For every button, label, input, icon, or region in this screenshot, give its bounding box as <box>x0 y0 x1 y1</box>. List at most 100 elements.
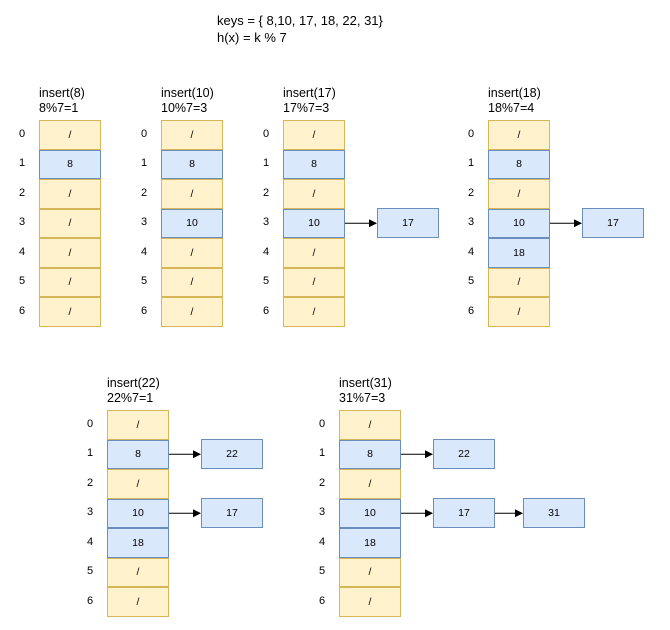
empty-bucket: / <box>283 267 345 297</box>
empty-bucket: / <box>339 557 401 587</box>
bucket-index: 2 <box>18 186 26 199</box>
bucket-index: 3 <box>18 216 26 229</box>
bucket-index: 3 <box>467 216 475 229</box>
empty-bucket: / <box>283 238 345 268</box>
bucket-entry: 10 <box>339 498 401 528</box>
bucket-entry: 10 <box>488 208 550 238</box>
chain-node: 31 <box>523 498 585 529</box>
hash-calculation: 8%7=1 <box>39 101 79 115</box>
empty-bucket: / <box>39 267 101 297</box>
bucket-entry: 10 <box>161 208 223 238</box>
empty-bucket: / <box>488 297 550 327</box>
bucket-entry: 8 <box>283 149 345 179</box>
empty-bucket: / <box>488 267 550 297</box>
empty-bucket: / <box>488 120 550 150</box>
bucket-entry: 18 <box>339 528 401 558</box>
diagram-header: keys = { 8,10, 17, 18, 22, 31} h(x) = k … <box>217 12 383 46</box>
empty-bucket: / <box>39 208 101 238</box>
chain-node: 17 <box>201 498 263 529</box>
table-title: insert(31) <box>339 376 392 390</box>
bucket-index: 5 <box>262 275 270 288</box>
bucket-index: 1 <box>18 157 26 170</box>
bucket-index: 4 <box>318 535 326 548</box>
empty-bucket: / <box>161 120 223 150</box>
empty-bucket: / <box>161 238 223 268</box>
empty-bucket: / <box>283 179 345 209</box>
empty-bucket: / <box>339 410 401 440</box>
bucket-index: 4 <box>18 245 26 258</box>
bucket-index: 2 <box>140 186 148 199</box>
bucket-index: 0 <box>318 417 326 430</box>
bucket-index: 4 <box>140 245 148 258</box>
empty-bucket: / <box>39 238 101 268</box>
hash-calculation: 31%7=3 <box>339 391 386 405</box>
empty-bucket: / <box>39 297 101 327</box>
bucket-index: 4 <box>86 535 94 548</box>
empty-bucket: / <box>107 587 169 617</box>
bucket-index: 2 <box>467 186 475 199</box>
empty-bucket: / <box>39 120 101 150</box>
bucket-entry: 18 <box>488 238 550 268</box>
chain-node: 22 <box>201 439 263 470</box>
bucket-index: 0 <box>467 127 475 140</box>
empty-bucket: / <box>39 179 101 209</box>
bucket-index: 6 <box>86 594 94 607</box>
bucket-index: 0 <box>18 127 26 140</box>
empty-bucket: / <box>161 179 223 209</box>
empty-bucket: / <box>161 297 223 327</box>
hash-calculation: 17%7=3 <box>283 101 330 115</box>
bucket-entry: 8 <box>39 149 101 179</box>
hash-function-line: h(x) = k % 7 <box>217 30 287 45</box>
bucket-index: 0 <box>140 127 148 140</box>
bucket-index: 0 <box>86 417 94 430</box>
bucket-index: 1 <box>318 447 326 460</box>
bucket-entry: 8 <box>107 439 169 469</box>
hash-calculation: 18%7=4 <box>488 101 535 115</box>
keys-line: keys = { 8,10, 17, 18, 22, 31} <box>217 13 383 28</box>
table-title: insert(8) <box>39 86 85 100</box>
bucket-index: 3 <box>140 216 148 229</box>
bucket-index: 2 <box>318 476 326 489</box>
hash-calculation: 22%7=1 <box>107 391 154 405</box>
bucket-index: 3 <box>86 506 94 519</box>
chain-node: 17 <box>433 498 495 529</box>
table-title: insert(22) <box>107 376 160 390</box>
chain-node: 17 <box>582 208 644 239</box>
empty-bucket: / <box>339 587 401 617</box>
empty-bucket: / <box>488 179 550 209</box>
hash-calculation: 10%7=3 <box>161 101 208 115</box>
empty-bucket: / <box>283 120 345 150</box>
bucket-index: 5 <box>467 275 475 288</box>
bucket-index: 1 <box>467 157 475 170</box>
empty-bucket: / <box>107 469 169 499</box>
bucket-index: 4 <box>262 245 270 258</box>
bucket-entry: 8 <box>161 149 223 179</box>
chain-node: 17 <box>377 208 439 239</box>
table-title: insert(10) <box>161 86 214 100</box>
bucket-entry: 8 <box>488 149 550 179</box>
bucket-index: 2 <box>86 476 94 489</box>
empty-bucket: / <box>339 469 401 499</box>
table-title: insert(18) <box>488 86 541 100</box>
table-title: insert(17) <box>283 86 336 100</box>
bucket-index: 6 <box>140 304 148 317</box>
bucket-index: 6 <box>318 594 326 607</box>
bucket-entry: 10 <box>283 208 345 238</box>
bucket-index: 5 <box>318 565 326 578</box>
bucket-index: 5 <box>86 565 94 578</box>
bucket-index: 5 <box>140 275 148 288</box>
bucket-entry: 8 <box>339 439 401 469</box>
bucket-index: 6 <box>18 304 26 317</box>
bucket-index: 5 <box>18 275 26 288</box>
bucket-index: 3 <box>318 506 326 519</box>
bucket-index: 0 <box>262 127 270 140</box>
bucket-index: 2 <box>262 186 270 199</box>
bucket-index: 6 <box>262 304 270 317</box>
bucket-index: 4 <box>467 245 475 258</box>
bucket-index: 1 <box>262 157 270 170</box>
chain-node: 22 <box>433 439 495 470</box>
empty-bucket: / <box>161 267 223 297</box>
empty-bucket: / <box>283 297 345 327</box>
bucket-index: 6 <box>467 304 475 317</box>
